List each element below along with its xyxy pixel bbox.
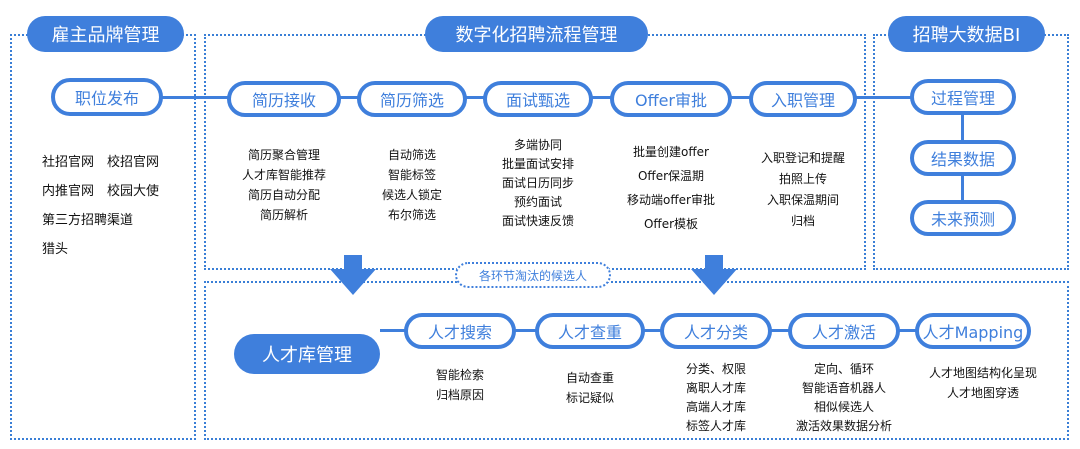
list-item: 相似候选人: [813, 400, 874, 414]
list-item: 分类、权限: [685, 362, 746, 376]
list-item: 入职登记和提醒: [760, 151, 845, 165]
talent-mapping-node: 人才Mapping: [915, 313, 1031, 349]
list-item: 面试快速反馈: [501, 214, 574, 228]
employer-brand-header: 雇主品牌管理: [27, 16, 184, 52]
channel-item: 社招官网 校招官网: [42, 155, 160, 170]
channel-list: 社招官网 校招官网 内推官网 校园大使 第三方招聘渠道 猎头: [42, 148, 159, 264]
stage-items-interview: 多端协同 批量面试安排 面试日历同步 预约面试 面试快速反馈: [474, 136, 602, 231]
stage-items-resume-receive: 简历聚合管理 人才库智能推荐 简历自动分配 简历解析: [214, 145, 354, 225]
eliminated-candidates-tag: 各环节淘汰的候选人: [455, 262, 611, 288]
list-item: 移动端offer审批: [627, 193, 715, 207]
list-item: 自动筛选: [387, 148, 436, 162]
list-item: 归档原因: [435, 388, 484, 402]
list-item: 简历聚合管理: [247, 148, 320, 162]
list-item: 标签人才库: [685, 419, 746, 433]
stage-items-resume-screen: 自动筛选 智能标签 候选人锁定 布尔筛选: [350, 145, 474, 225]
stage-items-offer: 批量创建offer Offer保温期 移动端offer审批 Offer模板: [604, 140, 738, 236]
list-item: 人才地图结构化呈现: [928, 366, 1037, 380]
talent-activate-items: 定向、循环 智能语音机器人 相似候选人 激活效果数据分析: [780, 360, 908, 436]
list-item: 自动查重: [565, 371, 614, 385]
channel-item: 猎头: [42, 242, 69, 257]
list-item: 预约面试: [513, 195, 562, 209]
bi-forecast-node: 未来预测: [910, 200, 1016, 236]
list-item: 布尔筛选: [387, 208, 436, 222]
list-item: 智能语音机器人: [801, 381, 886, 395]
stage-resume-screen: 简历筛选: [357, 81, 467, 117]
list-item: 归档: [790, 214, 815, 228]
list-item: 批量面试安排: [501, 157, 574, 171]
list-item: 离职人才库: [685, 381, 746, 395]
stage-offer: Offer审批: [610, 81, 732, 117]
talent-search-node: 人才搜索: [404, 313, 516, 349]
list-item: 人才地图穿透: [946, 386, 1019, 400]
list-item: 面试日历同步: [501, 176, 574, 190]
list-item: 候选人锁定: [381, 188, 442, 202]
list-item: Offer保温期: [637, 169, 705, 183]
bi-result-node: 结果数据: [910, 140, 1016, 176]
stage-onboarding: 入职管理: [749, 81, 857, 117]
bi-process-node: 过程管理: [910, 79, 1016, 115]
stage-resume-receive: 简历接收: [227, 81, 341, 117]
recruitment-process-header: 数字化招聘流程管理: [425, 16, 648, 52]
channel-item: 第三方招聘渠道: [42, 213, 134, 228]
down-arrow-icon: [330, 255, 376, 295]
list-item: 智能标签: [387, 168, 436, 182]
stage-interview: 面试甄选: [483, 81, 593, 117]
list-item: 入职保温期间: [766, 193, 839, 207]
list-item: 高端人才库: [685, 400, 746, 414]
talent-mapping-items: 人才地图结构化呈现 人才地图穿透: [908, 363, 1058, 403]
stage-items-onboarding: 入职登记和提醒 拍照上传 入职保温期间 归档: [742, 148, 864, 232]
job-posting-node: 职位发布: [51, 78, 163, 116]
talent-dedupe-items: 自动查重 标记疑似: [530, 368, 650, 408]
list-item: 简历自动分配: [247, 188, 320, 202]
list-item: 批量创建offer: [633, 145, 709, 159]
list-item: 定向、循环: [813, 362, 874, 376]
talent-pool-panel: [204, 281, 1069, 440]
talent-activate-node: 人才激活: [788, 313, 900, 349]
talent-classify-items: 分类、权限 离职人才库 高端人才库 标签人才库: [656, 360, 776, 436]
talent-dedupe-node: 人才查重: [535, 313, 645, 349]
recruitment-bi-header: 招聘大数据BI: [888, 16, 1045, 52]
list-item: 人才库智能推荐: [241, 168, 326, 182]
talent-pool-header: 人才库管理: [234, 334, 380, 374]
list-item: 标记疑似: [565, 391, 614, 405]
list-item: 多端协同: [513, 138, 562, 152]
channel-item: 内推官网 校园大使: [42, 184, 160, 199]
list-item: 拍照上传: [778, 172, 827, 186]
list-item: 智能检索: [435, 368, 484, 382]
talent-classify-node: 人才分类: [660, 313, 772, 349]
list-item: Offer模板: [643, 217, 699, 231]
talent-search-items: 智能检索 归档原因: [400, 365, 520, 405]
down-arrow-icon: [691, 255, 737, 295]
list-item: 简历解析: [259, 208, 308, 222]
list-item: 激活效果数据分析: [795, 419, 892, 433]
